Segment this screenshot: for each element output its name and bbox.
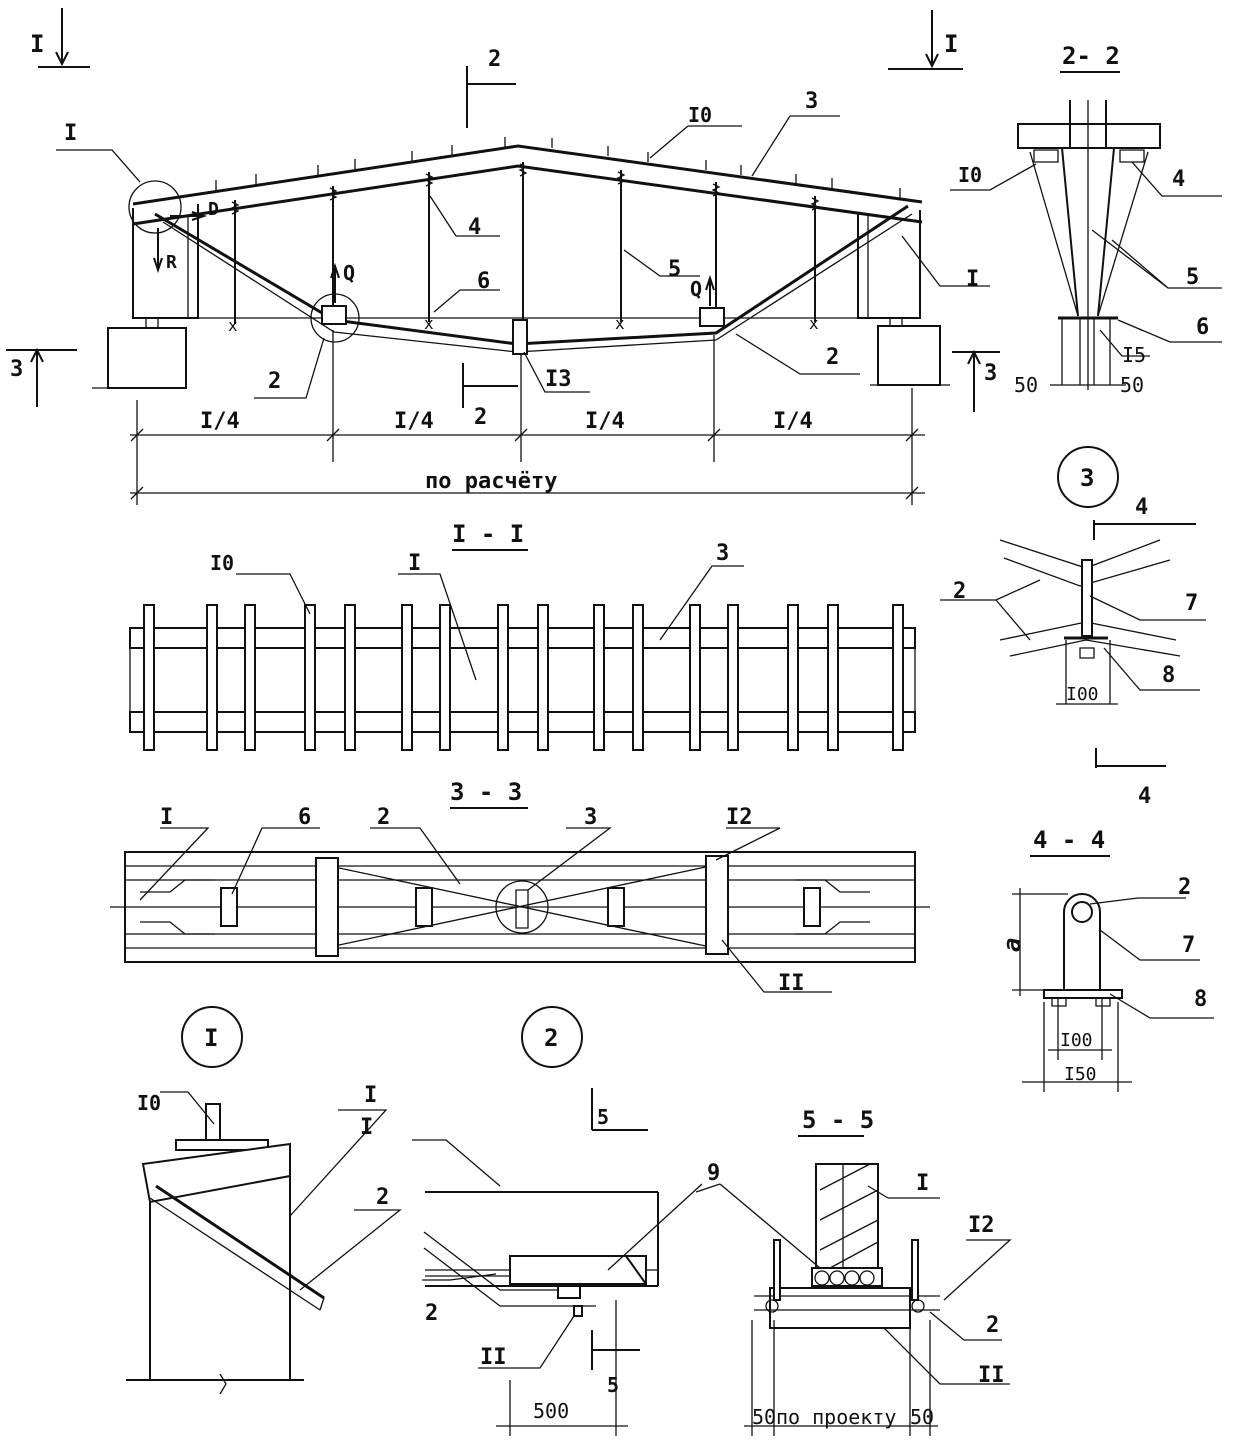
reaction-R: R <box>166 252 177 273</box>
cut-mark-2-bottom: 2 <box>474 405 487 430</box>
title-section-4-4: 4 - 4 <box>1033 826 1105 854</box>
node3-label-2: 2 <box>953 579 966 604</box>
node-3: 3 4 7 8 2 I00 4 <box>940 446 1206 809</box>
force-D: D <box>208 199 219 220</box>
s22-label-6: 6 <box>1196 315 1209 340</box>
s22-label-I5: I5 <box>1122 343 1146 367</box>
svg-text:x: x <box>424 314 434 333</box>
s55-dim-50-left: 50 <box>752 1405 776 1429</box>
s44-label-8: 8 <box>1194 987 1207 1012</box>
cut-mark-3-left: 3 <box>10 357 23 382</box>
s22-label-I0: I0 <box>958 163 982 187</box>
cut-mark-3-right: 3 <box>984 361 997 386</box>
s44-label-2: 2 <box>1178 875 1191 900</box>
s44-dim-150: I50 <box>1064 1064 1097 1085</box>
node3-label-7: 7 <box>1185 591 1198 616</box>
dim-total-span: по расчёту <box>425 469 557 494</box>
section-2-2: 2- 2 I0 4 5 6 I5 50 50 <box>950 42 1222 397</box>
s55-label-2: 2 <box>986 1313 999 1338</box>
callout-3: 3 <box>1080 464 1094 492</box>
p33-label-6: 6 <box>298 805 311 830</box>
dim-quarter-3: I/4 <box>585 409 625 434</box>
svg-text:x: x <box>228 316 238 335</box>
label-2-left: 2 <box>268 369 281 394</box>
node3-label-8: 8 <box>1162 663 1175 688</box>
p33-label-II: II <box>778 971 805 996</box>
plan-label-I: I <box>408 551 421 576</box>
title-section-5-5: 5 - 5 <box>802 1106 874 1134</box>
s55-label-I: I <box>916 1171 929 1196</box>
title-plan-3-3: 3 - 3 <box>450 778 522 806</box>
p33-label-3: 3 <box>584 805 597 830</box>
s44-dim-a: a <box>998 938 1026 952</box>
s55-dim-50-right: 50 <box>910 1405 934 1429</box>
title-plan-I-I: I - I <box>452 520 524 548</box>
node3-cut-4-top: 4 <box>1135 495 1148 520</box>
plan-label-I0: I0 <box>210 551 234 575</box>
s22-label-4: 4 <box>1172 167 1185 192</box>
title-section-2-2: 2- 2 <box>1062 42 1120 70</box>
label-I0: I0 <box>688 103 712 127</box>
node3-cut-4-bottom: 4 <box>1138 784 1151 809</box>
nodeI-label-I: I <box>364 1083 377 1108</box>
s55-label-9: 9 <box>707 1161 720 1186</box>
node2-dim-500: 500 <box>533 1399 569 1423</box>
s44-label-7: 7 <box>1182 933 1195 958</box>
callout-2: 2 <box>544 1024 558 1052</box>
svg-text:x: x <box>809 314 819 333</box>
callout-I: I <box>204 1024 218 1052</box>
label-6: 6 <box>477 269 490 294</box>
s22-dim-50-left: 50 <box>1014 373 1038 397</box>
s55-label-II: II <box>978 1363 1005 1388</box>
plan-label-3: 3 <box>716 541 729 566</box>
load-Q-right: Q <box>690 277 702 301</box>
node-2: 2 5 I 2 II 5 500 <box>360 1006 659 1436</box>
node2-label-2: 2 <box>425 1301 438 1326</box>
label-2-right: 2 <box>826 345 839 370</box>
cut-mark-2-top: 2 <box>488 47 501 72</box>
s55-label-I2: I2 <box>968 1213 995 1238</box>
node2-label-II: II <box>480 1345 507 1370</box>
node2-cut-5-bottom: 5 <box>607 1373 619 1397</box>
svg-text:x: x <box>615 314 625 333</box>
node2-cut-5-top: 5 <box>597 1105 609 1129</box>
label-I3: I3 <box>545 367 572 392</box>
s55-dim-project: по проекту <box>776 1405 896 1429</box>
node2-label-I: I <box>360 1115 373 1140</box>
cut-mark-I-right: I <box>944 30 958 58</box>
dim-quarter-2: I/4 <box>394 409 434 434</box>
plan-I-I: I - I I0 I 3 <box>129 520 916 751</box>
label-I-callout: I <box>64 121 77 146</box>
p33-label-I2: I2 <box>726 805 753 830</box>
s44-dim-100: I00 <box>1060 1030 1093 1051</box>
label-I-block: I <box>966 267 979 292</box>
label-4: 4 <box>468 215 481 240</box>
section-5-5: 5 - 5 I I2 2 II 9 50 по проекту 50 <box>607 1106 1012 1436</box>
main-elevation: I I 2 2 3 3 x x x <box>6 8 1000 505</box>
s22-dim-50-right: 50 <box>1120 373 1144 397</box>
dim-quarter-1: I/4 <box>200 409 240 434</box>
p33-label-2: 2 <box>377 805 390 830</box>
label-5: 5 <box>668 257 681 282</box>
section-4-4: 4 - 4 a 2 7 8 I00 I50 <box>998 826 1214 1092</box>
label-3: 3 <box>805 89 818 114</box>
nodeI-label-I0: I0 <box>137 1091 161 1115</box>
nodeI-label-2: 2 <box>376 1185 389 1210</box>
plan-3-3: 3 - 3 I 6 2 3 I2 II <box>110 778 930 996</box>
dim-quarter-4: I/4 <box>773 409 813 434</box>
load-Q-left: Q <box>343 261 355 285</box>
s22-label-5: 5 <box>1186 265 1199 290</box>
node-I: I I0 I 2 <box>126 1006 402 1395</box>
cut-mark-I-left: I <box>30 30 44 58</box>
plan-rib-ticks <box>143 604 904 751</box>
p33-label-I: I <box>160 805 173 830</box>
node3-dim-100: I00 <box>1066 684 1099 705</box>
